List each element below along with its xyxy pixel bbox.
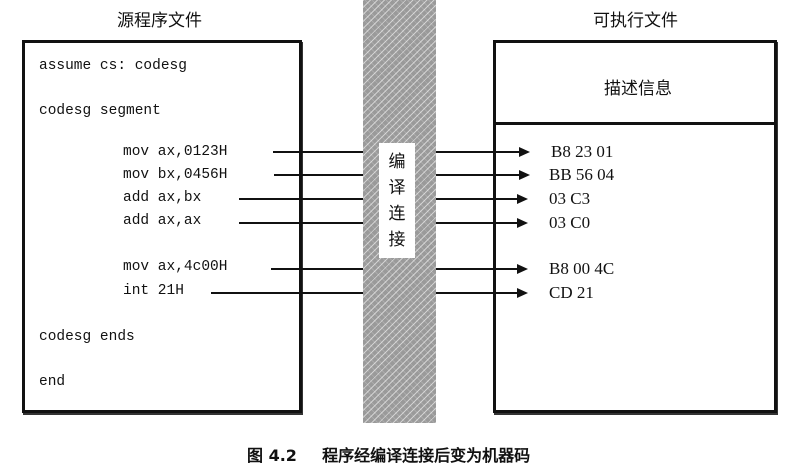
machine-code: BB 56 04 bbox=[549, 165, 615, 184]
output-arrow bbox=[436, 222, 520, 224]
machine-code: B8 23 01 bbox=[551, 142, 614, 161]
output-arrow bbox=[436, 151, 522, 153]
output-arrow bbox=[436, 198, 520, 200]
figure-caption: 图 4.2 程序经编译连接后变为机器码 bbox=[247, 442, 530, 466]
figure-number: 图 4.2 bbox=[247, 446, 297, 465]
arrowhead-icon bbox=[519, 147, 530, 157]
input-line bbox=[211, 292, 363, 294]
input-line bbox=[271, 268, 363, 270]
machine-code: CD 21 bbox=[549, 283, 594, 302]
compile-link-label: 编 译 连 接 bbox=[379, 143, 415, 258]
code-line: int 21H bbox=[123, 283, 184, 299]
label-char: 译 bbox=[388, 177, 406, 198]
machine-code: 03 C0 bbox=[549, 213, 591, 232]
label-char: 连 bbox=[388, 203, 406, 224]
description-info: 描述信息 bbox=[604, 79, 672, 99]
machine-code: B8 00 4C bbox=[549, 259, 615, 278]
code-line: assume cs: codesg bbox=[39, 58, 187, 74]
source-file-heading: 源程序文件 bbox=[117, 11, 202, 31]
output-arrow bbox=[436, 174, 522, 176]
code-line: add ax,ax bbox=[123, 213, 202, 229]
input-line bbox=[239, 222, 363, 224]
executable-file-heading: 可执行文件 bbox=[593, 11, 678, 31]
arrowhead-icon bbox=[517, 194, 528, 204]
code-line: add ax,bx bbox=[123, 190, 202, 206]
input-line bbox=[273, 151, 363, 153]
machine-code: 03 C3 bbox=[549, 189, 591, 208]
input-line bbox=[274, 174, 363, 176]
arrowhead-icon bbox=[517, 264, 528, 274]
arrowhead-icon bbox=[519, 170, 530, 180]
source-file-box bbox=[22, 40, 302, 413]
code-line: codesg ends bbox=[39, 329, 135, 345]
code-line: codesg segment bbox=[39, 103, 161, 119]
arrowhead-icon bbox=[517, 288, 528, 298]
header-divider bbox=[493, 122, 777, 125]
code-line: mov bx,0456H bbox=[123, 167, 228, 183]
label-char: 接 bbox=[388, 229, 406, 250]
code-line: mov ax,4c00H bbox=[123, 259, 228, 275]
input-line bbox=[239, 198, 363, 200]
code-line: end bbox=[39, 374, 66, 390]
figure-title: 程序经编译连接后变为机器码 bbox=[322, 446, 531, 465]
code-line: mov ax,0123H bbox=[123, 144, 228, 160]
executable-file-box bbox=[493, 40, 777, 413]
output-arrow bbox=[436, 268, 520, 270]
label-char: 编 bbox=[388, 151, 406, 172]
arrowhead-icon bbox=[517, 218, 528, 228]
output-arrow bbox=[436, 292, 520, 294]
